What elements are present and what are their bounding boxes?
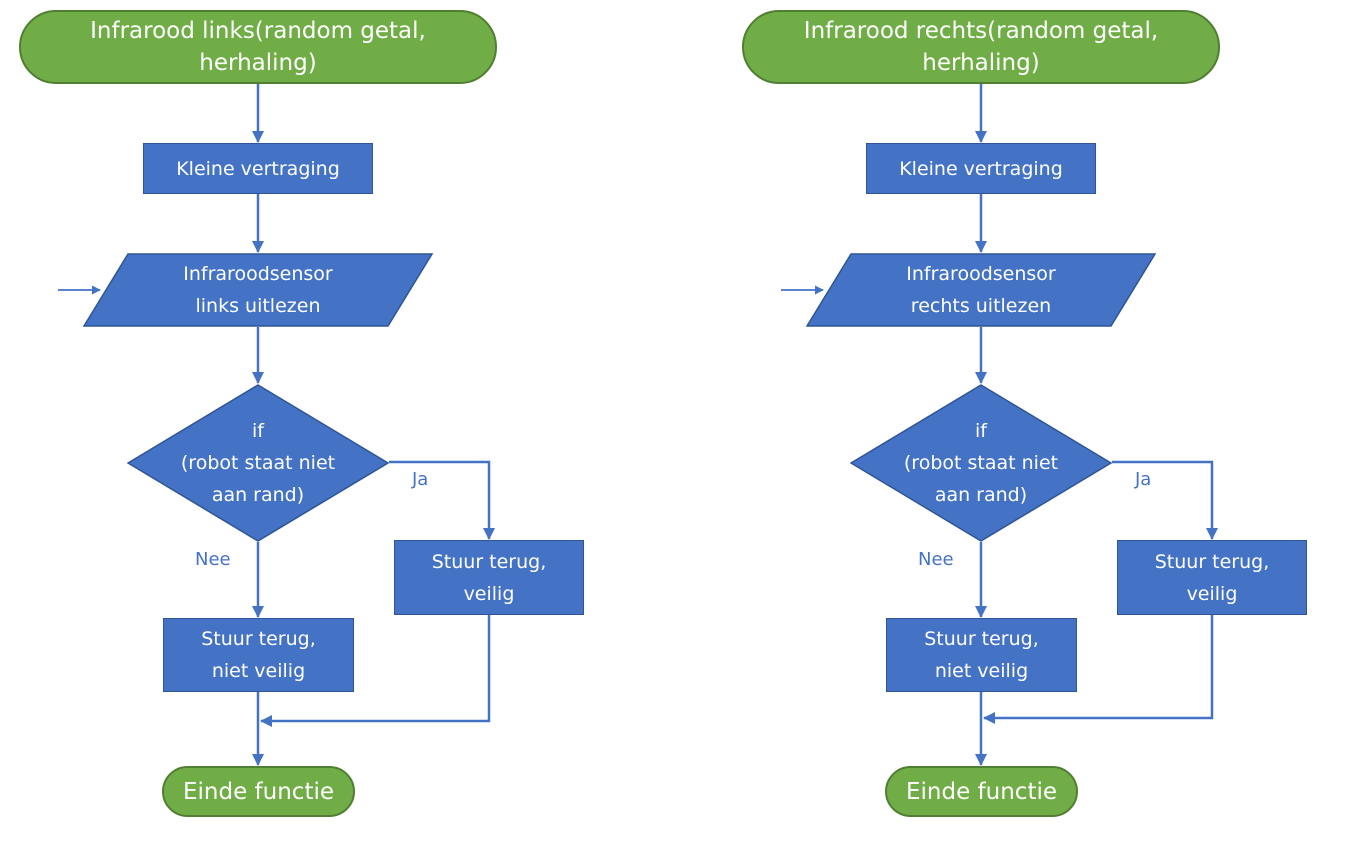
connectors — [781, 84, 1218, 766]
unsafe-return-process: Stuur terug, niet veilig — [163, 618, 354, 692]
decision-diamond — [850, 384, 1112, 542]
flowchart-infrarood-links: Infrarood links(random getal, herhaling)… — [0, 0, 600, 842]
connector-decision-to-safe — [1112, 460, 1218, 540]
edge-label-yes: Ja — [1135, 469, 1152, 490]
safe-return-process: Stuur terug, veilig — [1117, 540, 1307, 615]
edge-label-no: Nee — [918, 549, 954, 570]
sensor-read-label: Infraroodsensor links uitlezen — [183, 263, 333, 317]
delay-process: Kleine vertraging — [866, 143, 1096, 194]
delay-process: Kleine vertraging — [143, 143, 373, 194]
flowchart-infrarood-rechts: Infrarood rechts(random getal, herhaling… — [723, 0, 1323, 842]
sensor-read-io-shape — [82, 253, 434, 327]
decision-diamond — [127, 384, 389, 542]
decision-label: if (robot staat niet aan rand) — [903, 420, 1059, 506]
safe-return-process: Stuur terug, veilig — [394, 540, 584, 615]
start-terminal: Infrarood rechts(random getal, herhaling… — [742, 10, 1220, 84]
connector-safe-to-merge — [983, 615, 1214, 724]
unsafe-return-process: Stuur terug, niet veilig — [886, 618, 1077, 692]
sensor-read-io-shape — [805, 253, 1157, 327]
start-terminal: Infrarood links(random getal, herhaling) — [19, 10, 497, 84]
decision-label: if (robot staat niet aan rand) — [180, 420, 336, 506]
connector-decision-to-safe — [389, 460, 495, 540]
edge-label-yes: Ja — [412, 469, 429, 490]
sensor-read-label: Infraroodsensor rechts uitlezen — [906, 263, 1056, 317]
connectors — [58, 84, 495, 766]
connector-safe-to-merge — [260, 615, 491, 727]
end-terminal: Einde functie — [885, 766, 1078, 817]
end-terminal: Einde functie — [162, 766, 355, 817]
edge-label-no: Nee — [195, 549, 231, 570]
